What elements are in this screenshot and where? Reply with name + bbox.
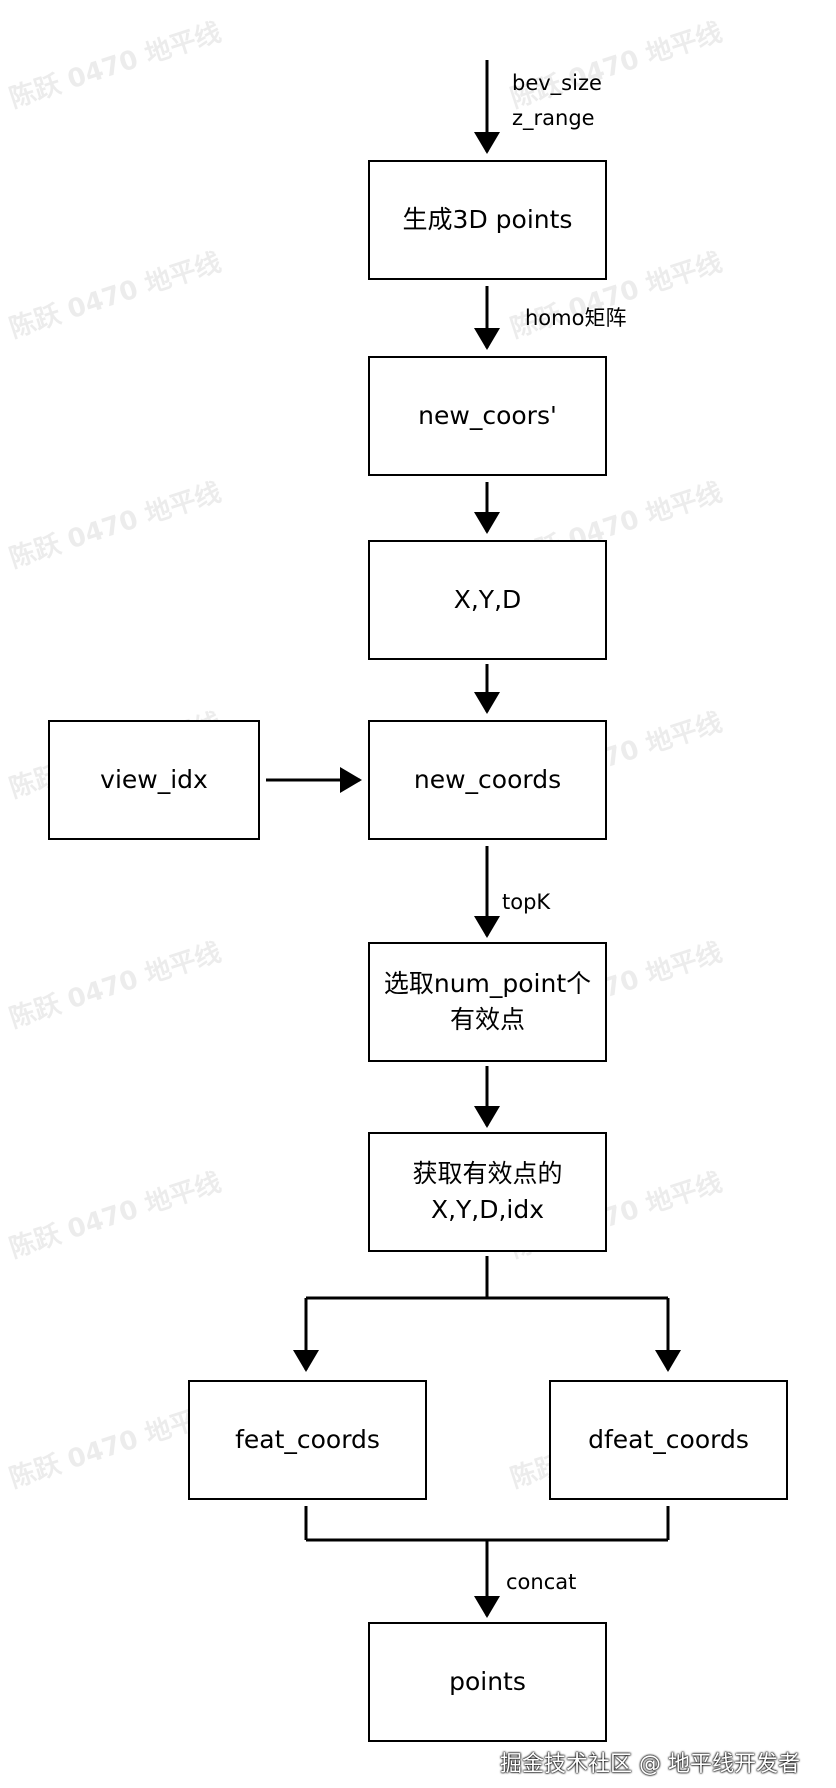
node-generate-3d-points: 生成3D points bbox=[368, 160, 607, 280]
node-text-line1: 获取有效点的 bbox=[412, 1158, 563, 1188]
edge-label-z-range: z_range bbox=[512, 106, 595, 130]
node-text: points bbox=[449, 1666, 526, 1696]
node-text: view_idx bbox=[100, 764, 208, 794]
node-xyd: X,Y,D bbox=[368, 540, 607, 660]
node-view-idx: view_idx bbox=[48, 720, 260, 840]
node-new-coors-prime: new_coors' bbox=[368, 356, 607, 476]
edge-label-concat: concat bbox=[506, 1570, 577, 1594]
edge-label-bev-size: bev_size bbox=[512, 71, 602, 95]
node-dfeat-coords: dfeat_coords bbox=[549, 1380, 788, 1500]
node-text-line2: 有效点 bbox=[449, 1005, 525, 1034]
node-text-line2: X,Y,D,idx bbox=[430, 1195, 545, 1224]
node-points: points bbox=[368, 1622, 607, 1742]
node-text: new_coors' bbox=[418, 400, 557, 430]
node-text-line1: 选取num_point个 bbox=[383, 968, 592, 998]
footer-credit: 掘金技术社区 @ 地平线开发者 bbox=[500, 1752, 800, 1777]
edge-label-homo: homo矩阵 bbox=[525, 306, 627, 330]
node-get-valid-points: 获取有效点的 X,Y,D,idx bbox=[368, 1132, 607, 1252]
node-text: 生成3D points bbox=[402, 204, 573, 234]
node-new-coords: new_coords bbox=[368, 720, 607, 840]
node-text: feat_coords bbox=[235, 1424, 380, 1454]
node-text: new_coords bbox=[413, 764, 562, 794]
node-text: dfeat_coords bbox=[588, 1424, 749, 1454]
node-text: X,Y,D bbox=[453, 584, 522, 614]
node-select-valid-points: 选取num_point个 有效点 bbox=[368, 942, 607, 1062]
edge-label-topk: topK bbox=[502, 890, 551, 914]
node-feat-coords: feat_coords bbox=[188, 1380, 427, 1500]
